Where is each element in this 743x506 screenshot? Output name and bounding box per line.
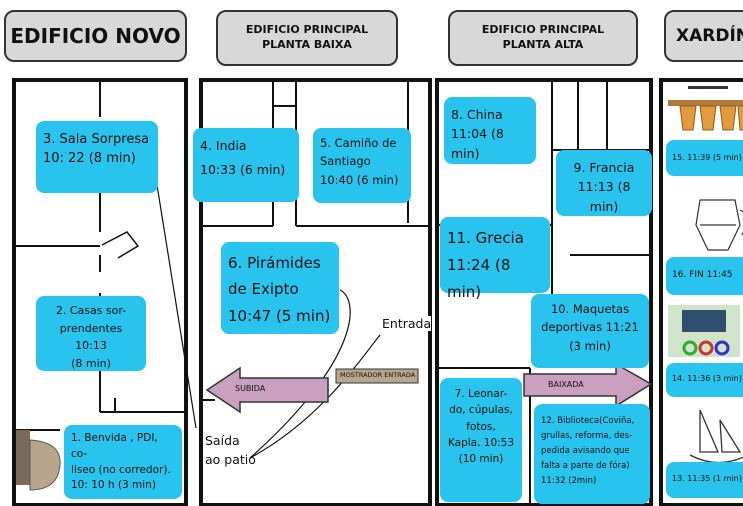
saida-line2: ao patio bbox=[205, 451, 256, 467]
station-14-card: 14. 11:36 (3 min) bbox=[666, 363, 743, 397]
coffee-pot-drawing bbox=[695, 199, 743, 251]
station-16-card: 16. FIN 11:45 bbox=[666, 257, 743, 295]
station-13-card: 13. 11:35 (1 min) bbox=[666, 462, 743, 498]
subida-label: SUBIDA bbox=[235, 384, 266, 393]
saida-line1: Saída bbox=[205, 433, 240, 448]
saida-label: Saída ao patio bbox=[205, 432, 256, 470]
sailboat-drawing bbox=[689, 409, 743, 464]
station-1-card: 1. Benvida , PDI, co-liseo (no corredor)… bbox=[64, 425, 182, 499]
header-edificio-novo: EDIFICIO NOVO bbox=[4, 10, 187, 62]
header-xardin: XARDÍN bbox=[664, 10, 743, 62]
chair-shape bbox=[29, 439, 61, 491]
station-7-card: 7. Leonar-do, cúpulas,fotos,Kapla. 10:53… bbox=[440, 378, 522, 502]
desk-shape bbox=[16, 430, 30, 485]
subida-arrow bbox=[205, 366, 329, 414]
reception-desk bbox=[335, 368, 419, 384]
baixada-arrow bbox=[523, 362, 653, 408]
mostrador-label: MOSTRADOR ENTRADA bbox=[340, 371, 416, 379]
entrada-label: Entrada bbox=[382, 316, 432, 331]
baixada-label: BAIXADA bbox=[548, 380, 584, 389]
garden-games-drawing bbox=[668, 305, 740, 357]
station-12-card: 12. Biblioteca(Coviña,grullas, reforma, … bbox=[534, 404, 650, 504]
garden-pots-drawing bbox=[668, 86, 743, 131]
station-15-card: 15. 11:39 (5 min) bbox=[666, 140, 743, 176]
station-2-card: 2. Casas sor-prendentes 10:13(8 min) bbox=[36, 296, 146, 371]
